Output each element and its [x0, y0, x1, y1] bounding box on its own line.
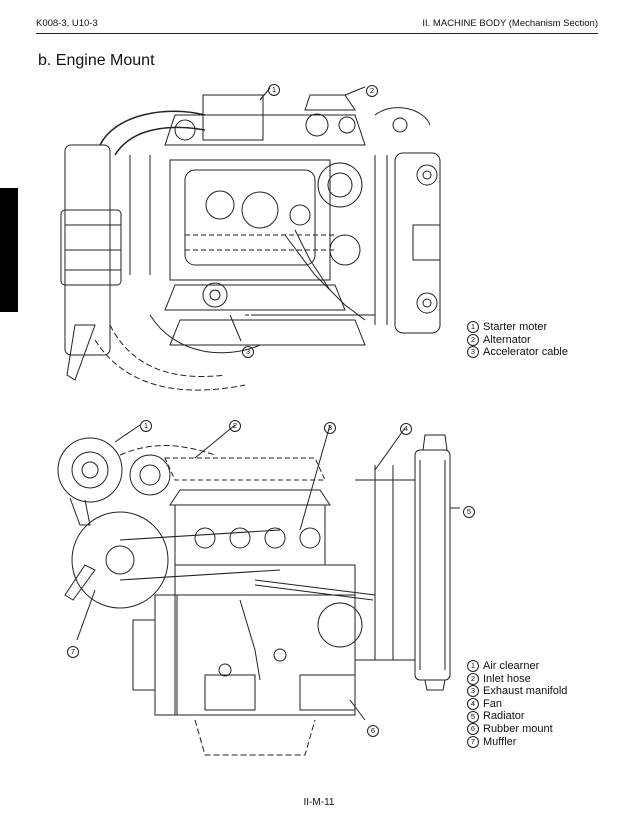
legend-number: 2: [467, 672, 479, 685]
callout-1: 1: [140, 420, 152, 432]
legend-label: Starter moter: [483, 321, 548, 333]
callout-2: 2: [229, 420, 241, 432]
legend-item: 2 Alternator: [467, 334, 568, 347]
header-model: K008-3, U10-3: [36, 18, 98, 29]
page-number: II-M-11: [303, 797, 335, 808]
section-title: b. Engine Mount: [38, 52, 155, 69]
callout-3: 3: [324, 422, 336, 434]
legend-item: 4 Fan: [467, 698, 567, 711]
legend-number: 4: [467, 698, 479, 711]
legend-number: 1: [467, 321, 479, 334]
legend-item: 5 Radiator: [467, 710, 567, 723]
legend-label: Inlet hose: [483, 672, 531, 685]
engine-side-view: [57, 424, 460, 756]
legend-number: 7: [467, 735, 479, 748]
legend-item: 1 Air clearner: [467, 660, 567, 673]
fig2-callout-1: 1: [140, 415, 156, 433]
fig2-legend: 1 Air clearner 2 Inlet hose 3 Exhaust manif…: [467, 660, 567, 748]
fig2-callout-7: 7: [67, 641, 83, 659]
fig1-callout-1: 1: [268, 79, 284, 97]
legend-label: Rubber mount: [483, 722, 553, 735]
legend-label: Exhaust manifold: [483, 685, 568, 698]
legend-item: 2 Inlet hose: [467, 673, 567, 686]
legend-number: 5: [467, 710, 479, 723]
chapter-tab: [0, 188, 18, 312]
legend-label: Alternator: [483, 333, 531, 346]
legend-item: 7 Muffler: [467, 736, 567, 749]
legend-label: Muffler: [483, 735, 517, 748]
legend-label: Accelerator cable: [483, 346, 568, 359]
callout-4: 4: [400, 423, 412, 435]
header-rule: [36, 33, 598, 34]
legend-item: 3 Accelerator cable: [467, 346, 568, 359]
engine-mount-top-view: [60, 86, 441, 391]
fig2-callout-3: 3: [324, 417, 340, 435]
callout-6: 6: [367, 725, 379, 737]
legend-number: 3: [467, 685, 479, 698]
fig2-callout-6: 6: [367, 720, 383, 738]
fig1-callout-3: 3: [242, 341, 258, 359]
callout-7: 7: [67, 646, 79, 658]
legend-item: 3 Exhaust manifold: [467, 685, 567, 698]
legend-item: 6 Rubber mount: [467, 723, 567, 736]
callout-5: 5: [463, 506, 475, 518]
callout-3: 3: [242, 346, 254, 358]
legend-label: Air clearner: [483, 660, 540, 672]
legend-number: 1: [467, 660, 479, 673]
fig2-callout-4: 4: [400, 418, 416, 436]
legend-number: 3: [467, 346, 479, 359]
legend-number: 6: [467, 723, 479, 736]
callout-1: 1: [268, 84, 280, 96]
legend-label: Fan: [483, 697, 502, 710]
fig1-legend: 1 Starter moter 2 Alternator 3 Accelerator …: [467, 321, 568, 359]
legend-number: 2: [467, 333, 479, 346]
fig2-callout-5: 5: [463, 501, 479, 519]
legend-label: Radiator: [483, 710, 525, 723]
legend-item: 1 Starter moter: [467, 321, 568, 334]
header-section: II. MACHINE BODY (Mechanism Section): [422, 18, 598, 29]
callout-2: 2: [366, 85, 378, 97]
fig1-callout-2: 2: [366, 80, 382, 98]
fig2-callout-2: 2: [229, 415, 245, 433]
